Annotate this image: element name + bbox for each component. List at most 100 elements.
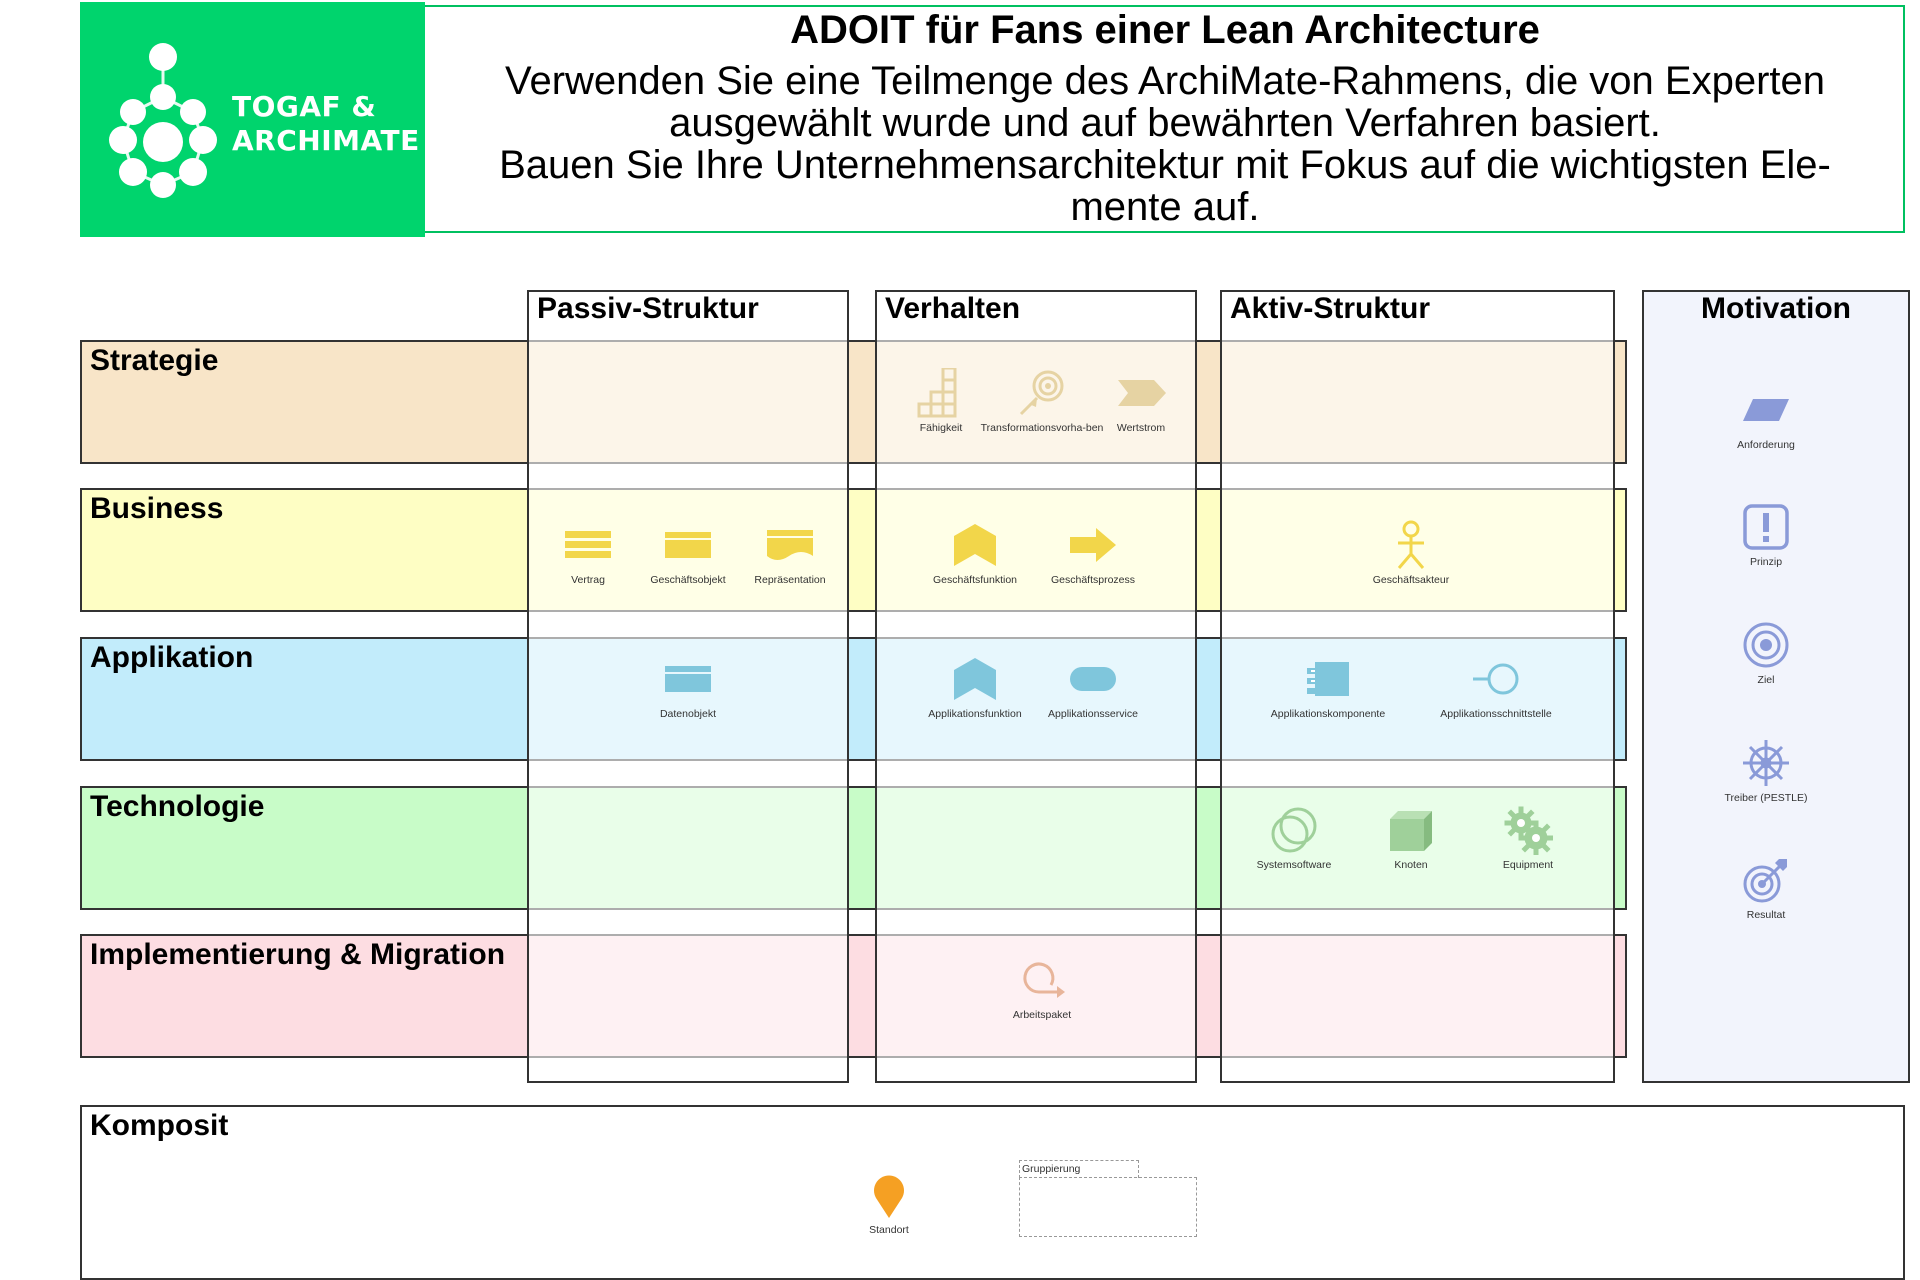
logo-text: TOGAF & ARCHIMATE bbox=[232, 90, 420, 158]
element-business-function[interactable]: Geschäftsfunktion bbox=[910, 520, 1040, 587]
outcome-icon bbox=[1743, 859, 1787, 903]
element-label: Geschäftsfunktion bbox=[932, 574, 1018, 586]
element-location[interactable]: Standort bbox=[824, 1170, 954, 1237]
element-label: Systemsoftware bbox=[1256, 859, 1332, 871]
composite-section: Komposit bbox=[80, 1105, 1905, 1280]
equipment-icon bbox=[1504, 806, 1553, 855]
business-actor-icon bbox=[1397, 520, 1425, 569]
element-label: Arbeitspaket bbox=[1012, 1009, 1072, 1021]
network-logo-icon bbox=[109, 43, 217, 198]
element-principle[interactable]: Prinzip bbox=[1701, 502, 1831, 569]
business-object-icon bbox=[665, 532, 711, 558]
element-label: Ziel bbox=[1757, 674, 1775, 686]
element-label: Equipment bbox=[1502, 859, 1554, 871]
element-label: Treiber (PESTLE) bbox=[1724, 792, 1808, 804]
layer-label-technology: Technologie bbox=[90, 790, 265, 823]
data-object-icon bbox=[665, 666, 711, 692]
element-label: Geschäftsprozess bbox=[1050, 574, 1136, 586]
element-application-service[interactable]: Applikationsservice bbox=[1028, 654, 1158, 721]
layer-label-application: Applikation bbox=[90, 641, 254, 674]
page-subtitle: Verwenden Sie eine Teilmenge des ArchiMa… bbox=[440, 60, 1890, 228]
subtitle-line: Bauen Sie Ihre Unternehmensarchitektur m… bbox=[499, 143, 1831, 187]
subtitle-line: mente auf. bbox=[1070, 185, 1260, 229]
representation-icon bbox=[767, 530, 813, 560]
grouping-tab: Gruppierung bbox=[1019, 1160, 1139, 1178]
element-label: Applikationskomponente bbox=[1270, 708, 1386, 720]
application-function-icon bbox=[954, 658, 996, 700]
element-label: Prinzip bbox=[1749, 556, 1783, 568]
element-value-stream[interactable]: Wertstrom bbox=[1076, 368, 1206, 435]
business-process-icon bbox=[1070, 528, 1116, 562]
element-label: Transformationsvorha-ben bbox=[980, 422, 1104, 434]
element-goal[interactable]: Ziel bbox=[1701, 620, 1831, 687]
element-label: Wertstrom bbox=[1116, 422, 1166, 434]
element-capability[interactable]: Fähigkeit bbox=[876, 368, 1006, 435]
element-label: Geschäftsobjekt bbox=[650, 574, 726, 586]
element-label: Knoten bbox=[1394, 859, 1428, 871]
element-business-process[interactable]: Geschäftsprozess bbox=[1028, 520, 1158, 587]
element-business-actor[interactable]: Geschäftsakteur bbox=[1346, 520, 1476, 587]
element-course-of-action[interactable]: Transformationsvorha-ben bbox=[977, 368, 1107, 435]
application-service-icon bbox=[1070, 667, 1116, 691]
element-requirement[interactable]: Anforderung bbox=[1701, 385, 1831, 452]
header-box bbox=[425, 5, 1905, 233]
element-work-package[interactable]: Arbeitspaket bbox=[977, 955, 1107, 1022]
value-stream-icon bbox=[1118, 380, 1166, 406]
element-driver[interactable]: Treiber (PESTLE) bbox=[1701, 738, 1831, 805]
layer-label-strategy: Strategie bbox=[90, 344, 219, 377]
column-title-active: Aktiv-Struktur bbox=[1230, 292, 1431, 325]
layer-label-implementation: Implementierung & Migration bbox=[90, 938, 506, 971]
grouping-label: Gruppierung bbox=[1022, 1163, 1081, 1175]
element-contract[interactable]: Vertrag bbox=[523, 520, 653, 587]
element-grouping[interactable] bbox=[1019, 1177, 1197, 1237]
contract-icon bbox=[565, 531, 611, 558]
principle-icon bbox=[1743, 504, 1789, 550]
element-business-object[interactable]: Geschäftsobjekt bbox=[623, 520, 753, 587]
togaf-archimate-logo: TOGAF & ARCHIMATE bbox=[80, 2, 425, 237]
element-label: Standort bbox=[869, 1224, 909, 1236]
subtitle-line: ausgewählt wurde und auf bewährten Verfa… bbox=[669, 101, 1661, 145]
element-label: Geschäftsakteur bbox=[1372, 574, 1450, 586]
element-system-software[interactable]: Systemsoftware bbox=[1229, 805, 1359, 872]
element-representation[interactable]: Repräsentation bbox=[725, 520, 855, 587]
driver-icon bbox=[1743, 740, 1789, 786]
element-label: Fähigkeit bbox=[919, 422, 963, 434]
element-application-function[interactable]: Applikationsfunktion bbox=[910, 654, 1040, 721]
application-component-icon bbox=[1307, 662, 1349, 696]
column-title-passive: Passiv-Struktur bbox=[537, 292, 759, 325]
page-title: ADOIT für Fans einer Lean Architecture bbox=[790, 8, 1540, 52]
system-software-icon bbox=[1271, 807, 1317, 853]
element-data-object[interactable]: Datenobjekt bbox=[623, 654, 753, 721]
element-application-component[interactable]: Applikationskomponente bbox=[1263, 654, 1393, 721]
element-outcome[interactable]: Resultat bbox=[1701, 855, 1831, 922]
business-function-icon bbox=[954, 524, 996, 566]
column-active-structure: Aktiv-Struktur bbox=[1220, 290, 1615, 1083]
goal-icon bbox=[1743, 622, 1789, 668]
layer-label-business: Business bbox=[90, 492, 224, 525]
element-label: Applikationsschnittstelle bbox=[1440, 708, 1552, 720]
work-package-icon bbox=[1023, 962, 1065, 998]
element-label: Repräsentation bbox=[754, 574, 826, 586]
course-of-action-icon bbox=[1019, 370, 1064, 416]
column-title-behavior: Verhalten bbox=[885, 292, 1021, 325]
subtitle-line: Verwenden Sie eine Teilmenge des ArchiMa… bbox=[504, 59, 1826, 103]
node-icon bbox=[1390, 811, 1432, 851]
element-label: Resultat bbox=[1746, 909, 1786, 921]
element-label: Vertrag bbox=[571, 574, 605, 586]
column-behavior: Verhalten bbox=[875, 290, 1197, 1083]
column-motivation: Motivation bbox=[1642, 290, 1910, 1083]
logo-line-2: ARCHIMATE bbox=[232, 124, 420, 157]
element-label: Applikationsfunktion bbox=[928, 708, 1022, 720]
application-interface-icon bbox=[1473, 663, 1519, 695]
element-label: Applikationsservice bbox=[1048, 708, 1138, 720]
capability-icon bbox=[917, 368, 957, 418]
column-title-motivation: Motivation bbox=[1701, 292, 1851, 325]
requirement-icon bbox=[1743, 399, 1789, 421]
element-application-interface[interactable]: Applikationsschnittstelle bbox=[1431, 654, 1561, 721]
element-equipment[interactable]: Equipment bbox=[1463, 805, 1593, 872]
element-label: Datenobjekt bbox=[659, 708, 717, 720]
composite-label: Komposit bbox=[90, 1109, 229, 1142]
element-node[interactable]: Knoten bbox=[1346, 805, 1476, 872]
element-label: Anforderung bbox=[1737, 439, 1795, 451]
logo-line-1: TOGAF & bbox=[232, 90, 377, 123]
